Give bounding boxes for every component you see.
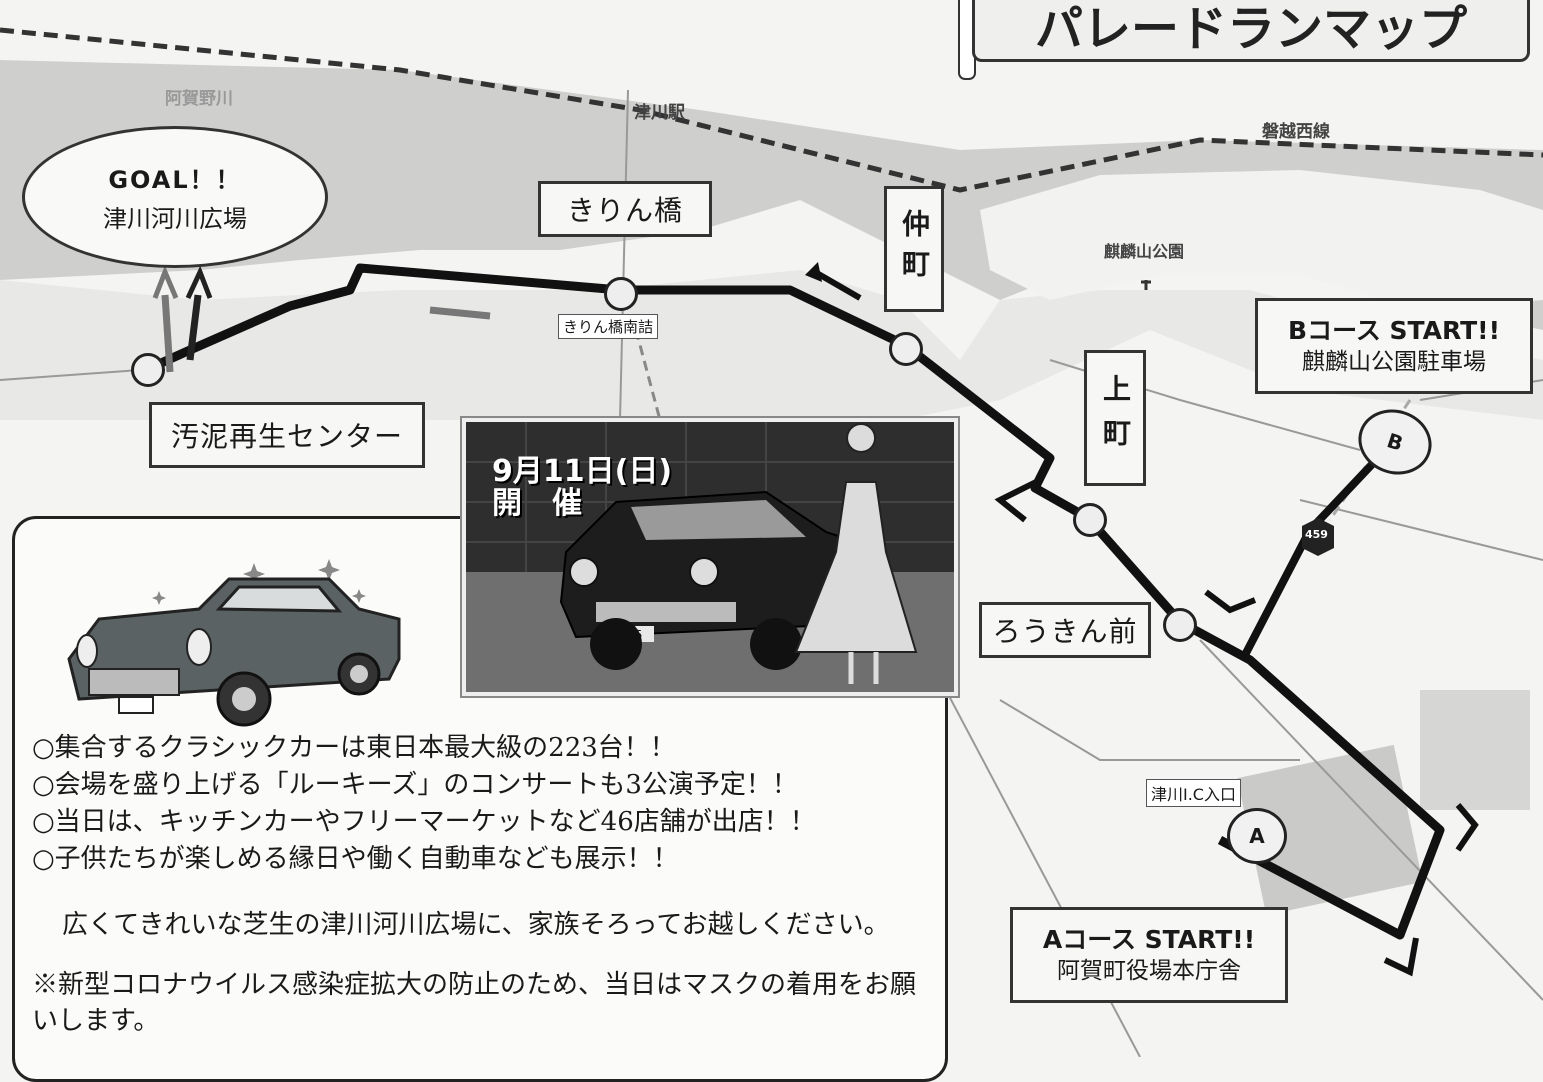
vintage-car-photo: 9225 (466, 422, 954, 692)
info-note: ※新型コロナウイルス感染症拡大の防止のため、当日はマスクの着用をお願いします。 (32, 970, 917, 1036)
goal-place: 津川河川広場 (103, 205, 247, 233)
course-b-heading: Bコース START!! (1288, 315, 1500, 345)
sparkle-icons (152, 559, 366, 605)
landmark-tsugawa-ic: 津川I.C入口 (1146, 779, 1241, 807)
course-a-place: 阿賀町役場本庁舎 (1057, 958, 1241, 985)
goal-marker: GOAL！！ 津川河川広場 (22, 126, 328, 268)
route-shield-icon (1302, 518, 1334, 556)
woman-figure (794, 423, 918, 653)
landmark-osui-center: 汚泥再生センター (149, 402, 425, 468)
parade-route (148, 263, 1445, 940)
landmark-kirinbashi: きりん橋 (538, 181, 712, 237)
course-b-start: Bコース START!! 麒麟山公園駐車場 (1255, 298, 1533, 394)
info-bullet: ○集合するクラシックカーは東日本最大級の223台！！ (32, 733, 676, 763)
route-node-kirinbashi (604, 277, 638, 311)
course-a-start: Aコース START!! 阿賀町役場本庁舎 (1010, 907, 1288, 1003)
map-canvas (0, 27, 1543, 1057)
route-node-nakamachi (889, 332, 923, 366)
landmark-roukin-mae: ろうきん前 (979, 602, 1151, 658)
event-date-text: 9月11日(日) (492, 454, 673, 489)
river-label: 阿賀野川 (165, 89, 233, 109)
nakamachi-label: 仲町 (898, 209, 931, 289)
info-bullet: ○子供たちが楽しめる縁日や働く自動車なども展示！！ (32, 844, 679, 874)
landmark-nakamachi: 仲町 (884, 186, 944, 312)
river-area (0, 60, 1543, 330)
route-node-roukin (1163, 608, 1197, 642)
route-number: 459 (1305, 528, 1328, 541)
park-icon (1141, 280, 1151, 290)
railline-label: 磐越西線 (1262, 122, 1330, 142)
info-bullet: ○会場を盛り上げる「ルーキーズ」のコンサートも3公演予定！！ (32, 770, 798, 800)
course-a-heading: Aコース START!! (1042, 924, 1256, 954)
railway-line (0, 27, 1543, 193)
kamimachi-label: 上町 (1099, 374, 1132, 462)
event-date: 9月11日(日) 開 催 (492, 456, 672, 520)
park-island (980, 170, 1543, 310)
course-a-marker: A (1227, 808, 1287, 864)
route-node-kamimachi (1073, 503, 1107, 537)
event-photo: 9225 9月11日(日) 開 催 (462, 418, 958, 696)
station-label: 津川駅 (634, 103, 685, 123)
classic-car-illustration (67, 559, 401, 727)
route-node-osui (131, 353, 165, 387)
landmark-kirinbashi-minamizume: きりん橋南詰 (558, 314, 659, 339)
park-label: 麒麟山公園 (1104, 242, 1185, 261)
event-held-text: 開 催 (492, 486, 582, 521)
goal-arrows-icon (152, 265, 213, 373)
river-area-lower (0, 270, 1543, 420)
info-invite: 広くてきれいな芝生の津川河川広場に、家族そろってお越しください。 (62, 910, 890, 940)
landmark-kamimachi: 上町 (1084, 350, 1146, 486)
info-text: ○集合するクラシックカーは東日本最大級の223台！！ ○会場を盛り上げる「ルーキ… (32, 730, 932, 1039)
goal-heading: GOAL！！ (108, 166, 242, 194)
page-title: パレードランマップ (972, 0, 1530, 62)
course-b-place: 麒麟山公園駐車場 (1302, 349, 1486, 376)
info-bullet: ○当日は、キッチンカーやフリーマーケットなど46店舗が出店！！ (32, 807, 816, 837)
